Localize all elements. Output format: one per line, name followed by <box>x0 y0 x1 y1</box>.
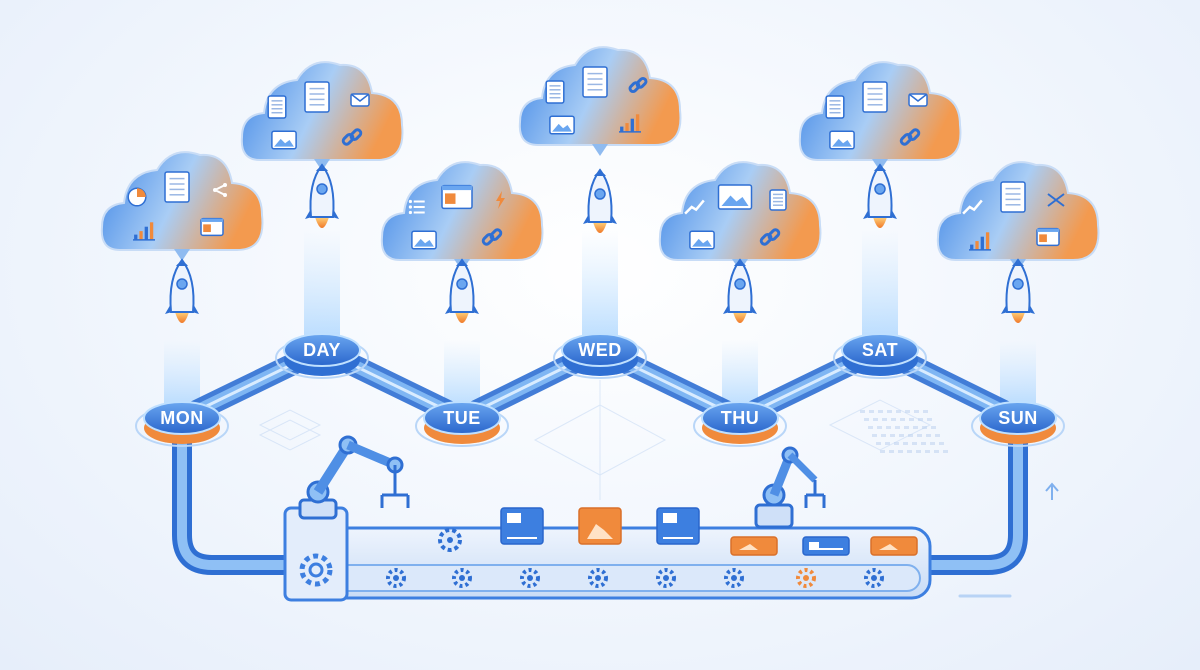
pie-chart-icon <box>127 187 147 207</box>
beam <box>862 230 898 340</box>
rocket-icon <box>863 163 897 228</box>
lightning-icon <box>496 191 505 209</box>
cloud-tue <box>380 161 544 271</box>
beam <box>164 340 200 408</box>
beam <box>444 340 480 408</box>
share-icon <box>213 183 227 197</box>
document-icon <box>1000 181 1026 213</box>
image-icon <box>717 184 753 210</box>
rocket-icon <box>165 258 199 323</box>
bar-chart-icon <box>619 114 641 133</box>
day-node-thu: THU <box>693 401 787 447</box>
link-icon <box>481 228 503 246</box>
gear-icon <box>520 568 540 588</box>
cloud-wed <box>518 46 682 156</box>
trend-chart-icon <box>962 199 983 215</box>
gear-icon <box>588 568 608 588</box>
beam <box>304 230 340 340</box>
day-label: SAT <box>862 340 898 360</box>
document-icon <box>582 66 608 98</box>
gear-icon <box>724 568 744 588</box>
image-card-icon <box>870 536 918 556</box>
dot-grid-decor <box>860 410 948 453</box>
document-icon <box>862 81 888 113</box>
cloud-sun <box>936 161 1100 271</box>
day-label: TUE <box>443 408 481 428</box>
gear-icon <box>299 553 333 587</box>
article-card-icon <box>500 507 544 545</box>
image-icon <box>271 130 297 150</box>
cloud-day <box>240 61 404 171</box>
gear-icon <box>438 528 462 552</box>
cloud-mon <box>100 151 264 261</box>
document-icon <box>164 171 190 203</box>
day-label: SUN <box>998 408 1038 428</box>
rocket-group <box>165 163 1035 323</box>
day-label: WED <box>578 340 622 360</box>
link-icon <box>759 228 781 246</box>
rocket-icon <box>305 163 339 228</box>
browser-window-icon <box>1036 227 1060 247</box>
rocket-icon <box>1001 258 1035 323</box>
day-node-sun: SUN <box>971 401 1065 447</box>
document-icon <box>545 80 565 104</box>
gear-icon <box>796 568 816 588</box>
link-icon <box>899 128 921 146</box>
list-icon <box>408 199 425 215</box>
cloud-thu <box>658 161 822 271</box>
robot-arm-right <box>754 446 826 529</box>
gear-icon <box>864 568 884 588</box>
image-card-icon <box>730 536 778 556</box>
document-icon <box>825 95 845 119</box>
cloud-group <box>100 46 1100 271</box>
beam <box>1000 340 1036 408</box>
mail-icon <box>908 93 928 107</box>
bar-chart-icon <box>133 222 155 241</box>
bar-chart-icon <box>969 232 991 251</box>
gear-icon <box>386 568 406 588</box>
conveyor-items <box>438 507 918 556</box>
browser-window-icon <box>441 184 473 210</box>
robot-arm-left <box>298 435 410 520</box>
trend-chart-icon <box>684 199 705 215</box>
day-label: THU <box>721 408 760 428</box>
image-icon <box>829 130 855 150</box>
beam <box>722 340 758 408</box>
day-node-sat: SAT <box>833 333 927 379</box>
document-icon <box>769 189 787 211</box>
mail-icon <box>350 93 370 107</box>
browser-window-icon <box>200 217 224 237</box>
rocket-icon <box>723 258 757 323</box>
image-icon <box>411 230 437 250</box>
link-icon <box>341 128 363 146</box>
day-node-wed: WED <box>553 333 647 379</box>
day-node-tue: TUE <box>415 401 509 447</box>
image-icon <box>689 230 715 250</box>
day-node-mon: MON <box>135 401 229 447</box>
image-card-icon <box>578 507 622 545</box>
gear-icon <box>452 568 472 588</box>
up-arrow-icon <box>1045 482 1059 500</box>
rocket-icon <box>445 258 479 323</box>
link-icon <box>628 76 648 94</box>
day-node-group: MON DAY TUE WED THU SAT SUN <box>135 333 1065 447</box>
article-card-icon <box>802 536 850 556</box>
day-label: MON <box>160 408 204 428</box>
day-label: DAY <box>303 340 341 360</box>
beam <box>582 230 618 340</box>
gear-icon <box>656 568 676 588</box>
belt-gears <box>386 568 884 588</box>
document-icon <box>267 95 287 119</box>
background-decor <box>258 380 932 500</box>
document-icon <box>304 81 330 113</box>
image-icon <box>549 115 575 135</box>
rocket-icon <box>583 168 617 233</box>
article-card-icon <box>656 507 700 545</box>
upload-beams <box>164 230 1036 408</box>
day-node-day: DAY <box>275 333 369 379</box>
shuffle-icon <box>1047 193 1065 207</box>
cloud-sat <box>798 61 962 171</box>
